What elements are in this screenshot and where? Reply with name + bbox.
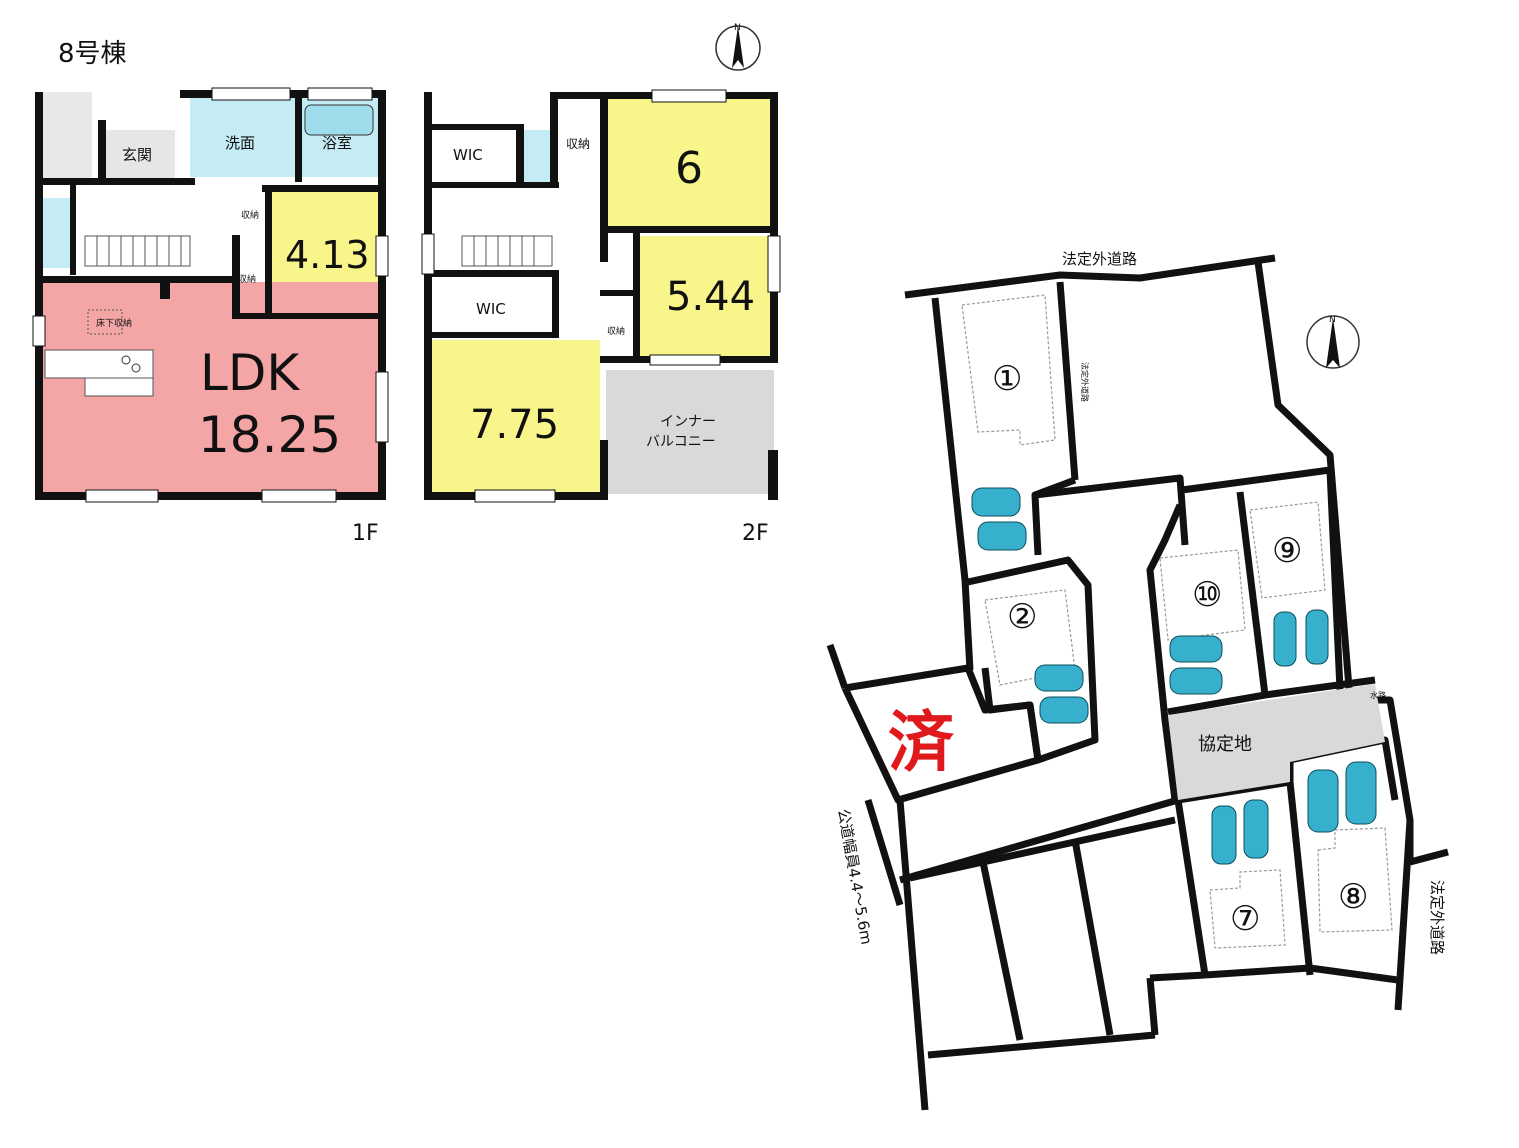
site-north-arrow-icon: N [1306, 315, 1360, 369]
porch-tile [42, 92, 92, 178]
lot-8-number: ⑧ [1338, 877, 1368, 917]
svg-text:N: N [734, 23, 741, 33]
senmen-room [190, 97, 295, 177]
svg-text:N: N [1329, 315, 1336, 325]
genkan-floor [105, 130, 175, 178]
lot-10-number: ⑩ [1192, 575, 1222, 615]
stove-icon [121, 355, 131, 365]
label-suiro: 水路 [1370, 690, 1386, 700]
windows-2f [421, 89, 781, 503]
lot-2-number: ② [1007, 597, 1037, 637]
parking-cars [971, 487, 1377, 865]
stairs-2f [461, 235, 553, 267]
label-shuno-1f-b: 収納 [238, 273, 256, 285]
lot-1-number: ① [992, 359, 1022, 399]
label-ldk: LDK [200, 344, 300, 402]
stairs-1f [84, 235, 191, 267]
label-shuno-1f-a: 収納 [241, 209, 259, 221]
label-shuno-2f-b: 収納 [607, 325, 625, 337]
toilet-2f [524, 130, 550, 182]
room-7-75 [432, 340, 600, 492]
toilet-room [42, 198, 70, 268]
label-road-east: 法定外道路 [1428, 880, 1446, 955]
label-room-6: 6 [675, 143, 703, 194]
kitchen-island [84, 377, 154, 397]
inner-balcony [606, 370, 774, 494]
underfloor-storage [87, 309, 123, 335]
label-shuno-2f-a: 収納 [566, 137, 590, 151]
building-title: 8号棟 [58, 39, 127, 69]
label-wic-2: WIC [476, 300, 506, 318]
site-plan [826, 254, 1449, 1111]
label-road-inner: 法定外道路 [1080, 362, 1090, 402]
bathtub-icon [304, 104, 374, 136]
label-2f: 2F [742, 521, 769, 546]
room-5-44 [640, 236, 770, 356]
label-room-4-13: 4.13 [285, 233, 370, 277]
label-ldk-area: 18.25 [198, 406, 341, 464]
lot-9-number: ⑨ [1272, 531, 1302, 571]
floor-plan-1f: 玄関 洗面 浴室 床下収納 収納 収納 4.13 LDK 18.25 1F [32, 87, 389, 546]
label-agreement-land: 協定地 [1198, 734, 1252, 755]
sold-mark: 済 [888, 704, 955, 781]
label-room-7-75: 7.75 [470, 402, 559, 448]
label-wic-1: WIC [453, 146, 483, 164]
room-6 [608, 98, 770, 226]
label-yokushitsu: 浴室 [322, 134, 352, 152]
label-balcony-1: インナー [660, 414, 716, 430]
label-road-north: 法定外道路 [1062, 250, 1137, 268]
north-arrow-icon: N [715, 23, 761, 71]
label-senmen: 洗面 [225, 134, 255, 152]
floor-plan-2f: WIC WIC 収納 収納 6 5.44 7.75 インナー バルコニー 2F [421, 89, 781, 546]
label-yukashita: 床下収納 [96, 317, 132, 329]
label-room-5-44: 5.44 [666, 274, 755, 320]
label-1f: 1F [352, 521, 379, 546]
lot-7-number: ⑦ [1230, 899, 1260, 939]
label-balcony-2: バルコニー [646, 434, 716, 450]
label-road-public: 公道幅員4.4～5.6m [834, 808, 876, 946]
label-genkan: 玄関 [122, 146, 152, 164]
windows-1f [32, 87, 389, 503]
agreement-land-area [1168, 684, 1385, 800]
